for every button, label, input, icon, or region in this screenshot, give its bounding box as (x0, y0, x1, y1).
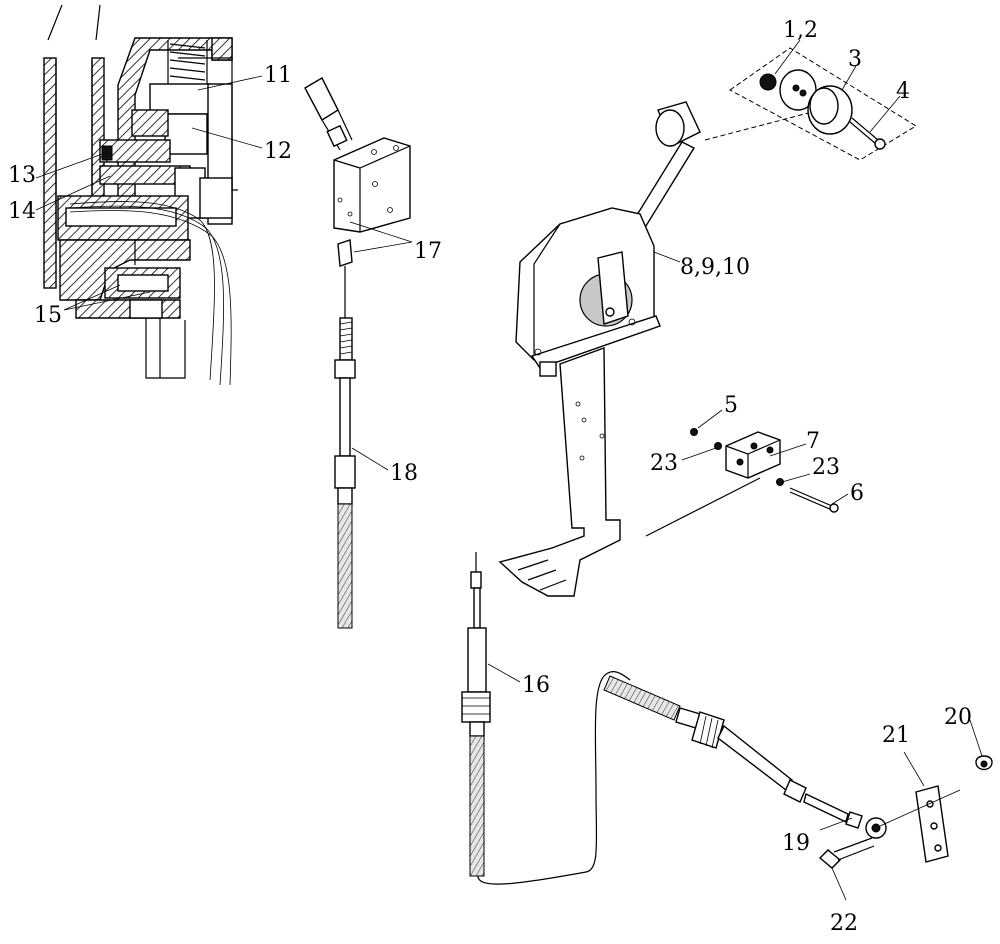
label-12: 12 (264, 139, 292, 164)
spring (167, 40, 208, 84)
label-13: 13 (8, 163, 36, 188)
label-23-left: 23 (650, 451, 678, 476)
leader-lines-cable (487, 663, 853, 831)
leader-lines-clamp (681, 409, 849, 505)
leader-lines-lever (653, 251, 681, 263)
leader-lines-knob (774, 39, 901, 133)
label-3: 3 (848, 47, 862, 72)
bracket-assembly (818, 755, 993, 901)
knob-exploded (704, 47, 917, 161)
label-19: 19 (782, 831, 810, 856)
label-23-right: 23 (812, 455, 840, 480)
label-6: 6 (850, 481, 864, 506)
leader-lines-bracket (903, 719, 983, 787)
label-11: 11 (264, 63, 292, 88)
label-8-9-10: 8,9,10 (680, 255, 750, 280)
part-labels: 1,2 3 4 5 6 7 8,9,10 11 12 13 14 15 16 1… (8, 18, 972, 936)
label-14: 14 (8, 199, 36, 224)
main-control-lever (498, 101, 701, 597)
label-15: 15 (34, 303, 62, 328)
label-22: 22 (830, 911, 858, 936)
label-1-2: 1,2 (783, 18, 818, 43)
push-pull-cable (461, 552, 887, 885)
label-20: 20 (944, 705, 972, 730)
label-17: 17 (414, 239, 442, 264)
cross-section-assembly (43, 4, 238, 386)
leader-lines-middle (349, 221, 413, 471)
label-7: 7 (806, 429, 820, 454)
label-18: 18 (390, 461, 418, 486)
label-16: 16 (522, 673, 550, 698)
label-4: 4 (896, 79, 910, 104)
small-control-box (304, 77, 411, 629)
clamp-block (645, 428, 839, 537)
label-21: 21 (882, 723, 910, 748)
leader-lines-left (35, 75, 263, 311)
label-5: 5 (724, 393, 738, 418)
